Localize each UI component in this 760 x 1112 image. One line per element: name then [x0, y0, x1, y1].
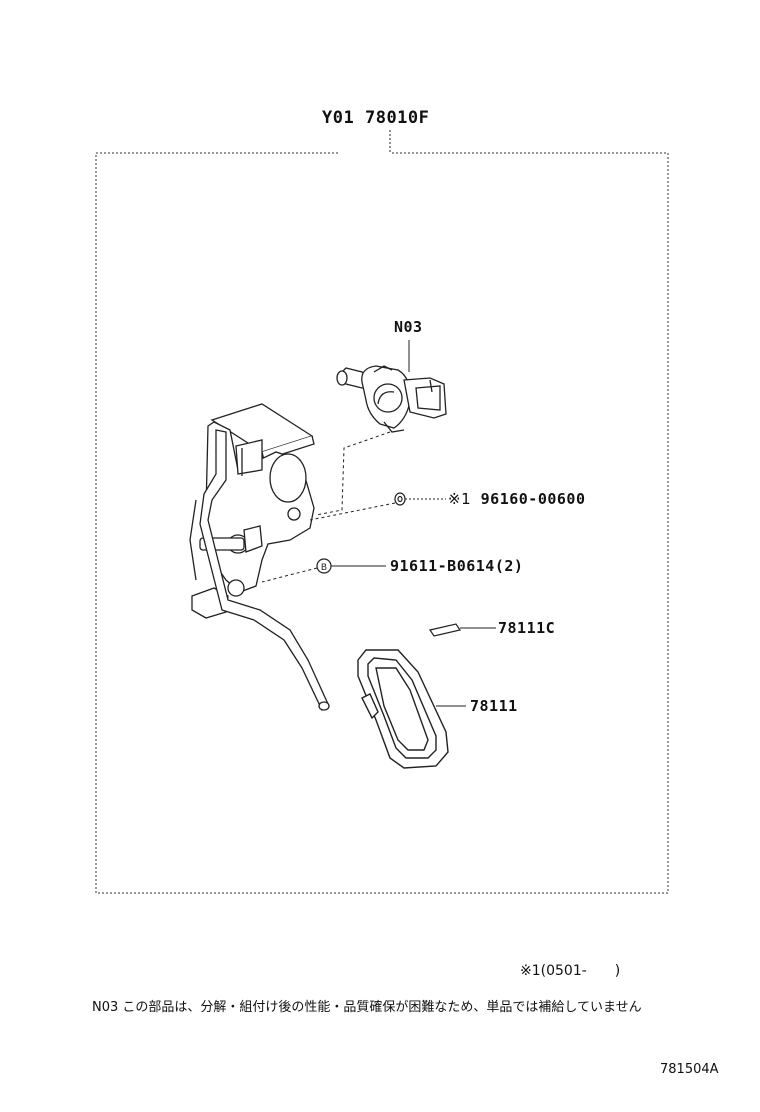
bolt-marker: B — [316, 558, 332, 574]
bolt-qty: (2) — [494, 557, 524, 575]
pin — [429, 623, 461, 637]
footnote: ※1(0501- ) — [520, 960, 620, 980]
washer-part-number: 96160-00600 — [480, 490, 586, 508]
footnote-range: (0501- ) — [540, 963, 621, 979]
bolt-label: 91611-B0614(2) — [390, 557, 523, 575]
assembly-part-number: 78010F — [364, 108, 430, 128]
bolt-part-number: 91611-B0614 — [390, 557, 495, 575]
washer-label: ※1 96160-00600 — [448, 490, 586, 508]
pedal-pad-label: 78111 — [470, 697, 518, 715]
washer — [394, 492, 406, 506]
footnote-mark: ※1 — [520, 963, 541, 979]
bolt-symbol: B — [321, 563, 327, 573]
supply-note: N03 この部品は、分解・組付け後の性能・品質確保が困難なため、単品では補給して… — [92, 1000, 642, 1015]
throttle-position-sensor — [336, 365, 447, 433]
pedal-pad — [357, 649, 449, 769]
washer-mark: ※1 — [448, 490, 472, 508]
assembly-label: Y01 78010F — [322, 108, 429, 128]
assembly-id: Y01 — [322, 108, 355, 128]
sensor-label: N03 — [394, 318, 423, 336]
pin-label: 78111C — [498, 619, 556, 637]
assembly-boundary — [95, 152, 669, 894]
pedal-bracket-assembly — [189, 403, 330, 712]
figure-code: 781504A — [660, 1062, 719, 1077]
